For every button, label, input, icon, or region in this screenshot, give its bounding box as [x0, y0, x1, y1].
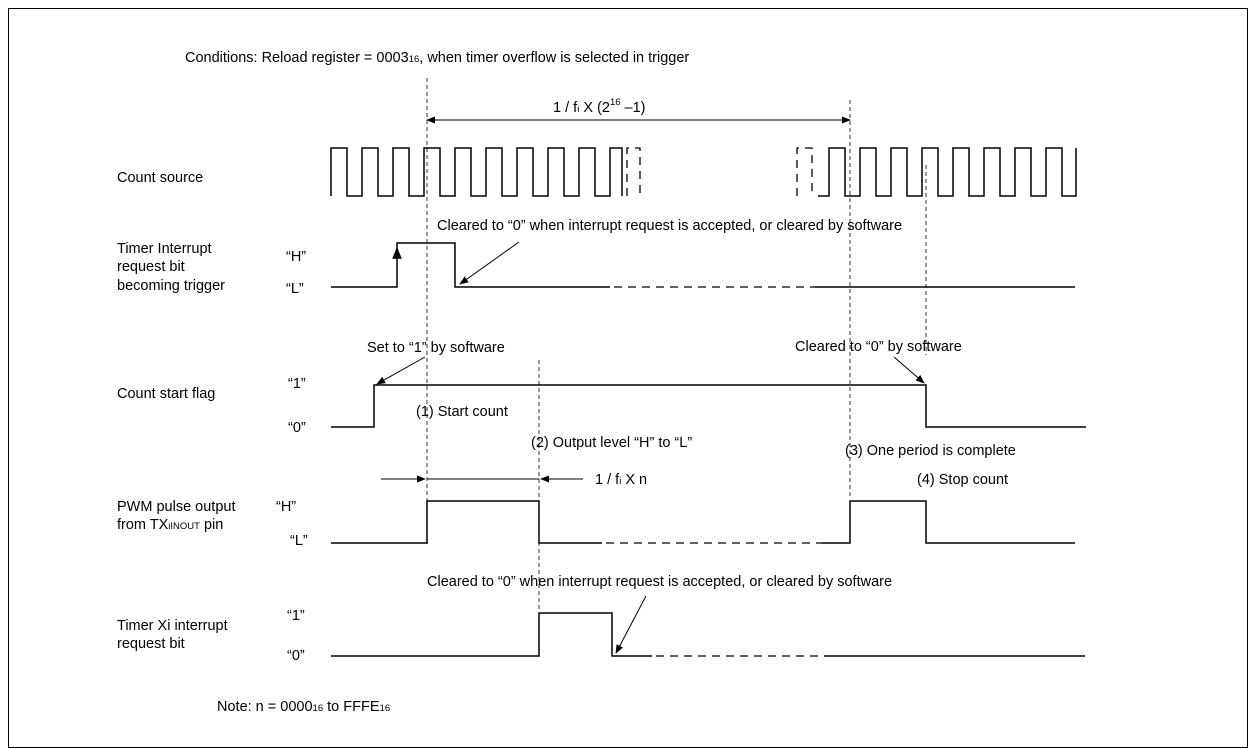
set-sw-annotation: Set to “1” by software [367, 340, 505, 356]
stop-count-annotation: (4) Stop count [917, 472, 1008, 488]
pwm-label-2: from TXiINOUT pin [117, 517, 223, 533]
timer-xi-level-0: “0” [287, 648, 305, 664]
cleared-top-annotation: Cleared to “0” when interrupt request is… [437, 218, 902, 234]
count-source-dashed-left [626, 147, 641, 196]
note-text: Note: n = 000016 to FFFE16 [217, 699, 390, 715]
count-source-waveform-left [330, 147, 623, 197]
timer-xi-level-1: “1” [287, 608, 305, 624]
pwm-level-h: “H” [276, 499, 296, 515]
count-start-waveform [331, 384, 1086, 428]
output-level-annotation: (2) Output level “H” to “L” [531, 435, 692, 451]
cleared-top-arrow [459, 241, 520, 285]
timer-xi-label-2: request bit [117, 636, 185, 652]
timing-diagram-page: Conditions: Reload register = 000316, wh… [8, 8, 1248, 748]
one-period-annotation: (3) One period is complete [845, 443, 1016, 459]
timer-int-label-3: becoming trigger [117, 278, 225, 294]
count-source-waveform-right [818, 147, 1077, 197]
timer-xi-label-1: Timer Xi interrupt [117, 618, 228, 634]
conditions-text: Conditions: Reload register = 000316, wh… [185, 50, 689, 66]
count-start-label: Count start flag [117, 386, 215, 402]
cleared-bottom-arrow [615, 595, 647, 654]
count-start-level-0: “0” [288, 420, 306, 436]
pwm-waveform-right [822, 500, 1075, 544]
timer-int-level-l: “L” [286, 281, 304, 297]
timer-xi-waveform [331, 612, 652, 657]
set-sw-arrow [376, 356, 426, 385]
cleared-bottom-annotation: Cleared to “0” when interrupt request is… [427, 574, 892, 590]
timing-diagram: Conditions: Reload register = 000316, wh… [117, 50, 1086, 715]
cleared-sw-annotation: Cleared to “0” by software [795, 339, 962, 355]
cleared-sw-arrow [893, 356, 925, 384]
count-start-level-1: “1” [288, 376, 306, 392]
period-label: 1 / fi X (216 –1) [553, 97, 646, 116]
pwm-level-l: “L” [290, 533, 308, 549]
pwm-label-1: PWM pulse output [117, 499, 235, 515]
guide-lines [426, 78, 927, 612]
count-source-dashed-right [796, 147, 813, 196]
timer-int-label-1: Timer Interrupt [117, 241, 212, 257]
timer-int-waveform [331, 242, 610, 288]
count-source-label: Count source [117, 170, 203, 186]
start-count-annotation: (1) Start count [416, 404, 508, 420]
timer-int-level-h: “H” [286, 249, 306, 265]
timer-int-label-2: request bit [117, 259, 185, 275]
pwm-waveform-left [331, 500, 602, 544]
n-width-label: 1 / fi X n [595, 472, 647, 488]
